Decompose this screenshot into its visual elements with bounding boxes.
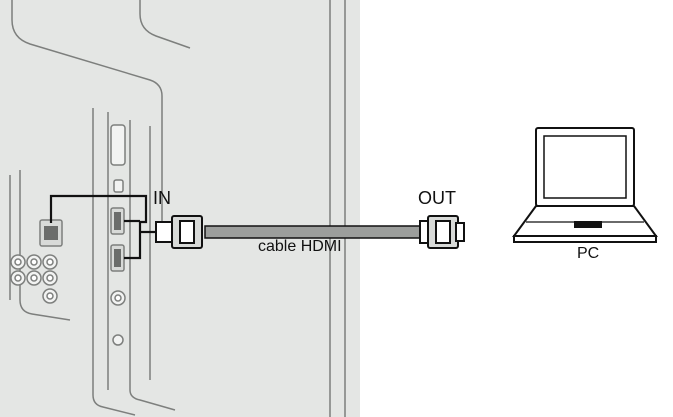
- out-label: OUT: [418, 188, 456, 208]
- pc-label: PC: [577, 245, 600, 262]
- in-label: IN: [153, 188, 171, 208]
- port-connection-lines: [49, 194, 156, 260]
- hdmi-plug-icon-left: [155, 215, 203, 249]
- tv-rear-panel-icon: [0, 0, 360, 417]
- hdmi-plug-icon-right: [419, 215, 465, 249]
- laptop-icon: [512, 127, 658, 243]
- cable-label: cable HDMI: [258, 238, 342, 255]
- hdmi-cable: [155, 215, 465, 249]
